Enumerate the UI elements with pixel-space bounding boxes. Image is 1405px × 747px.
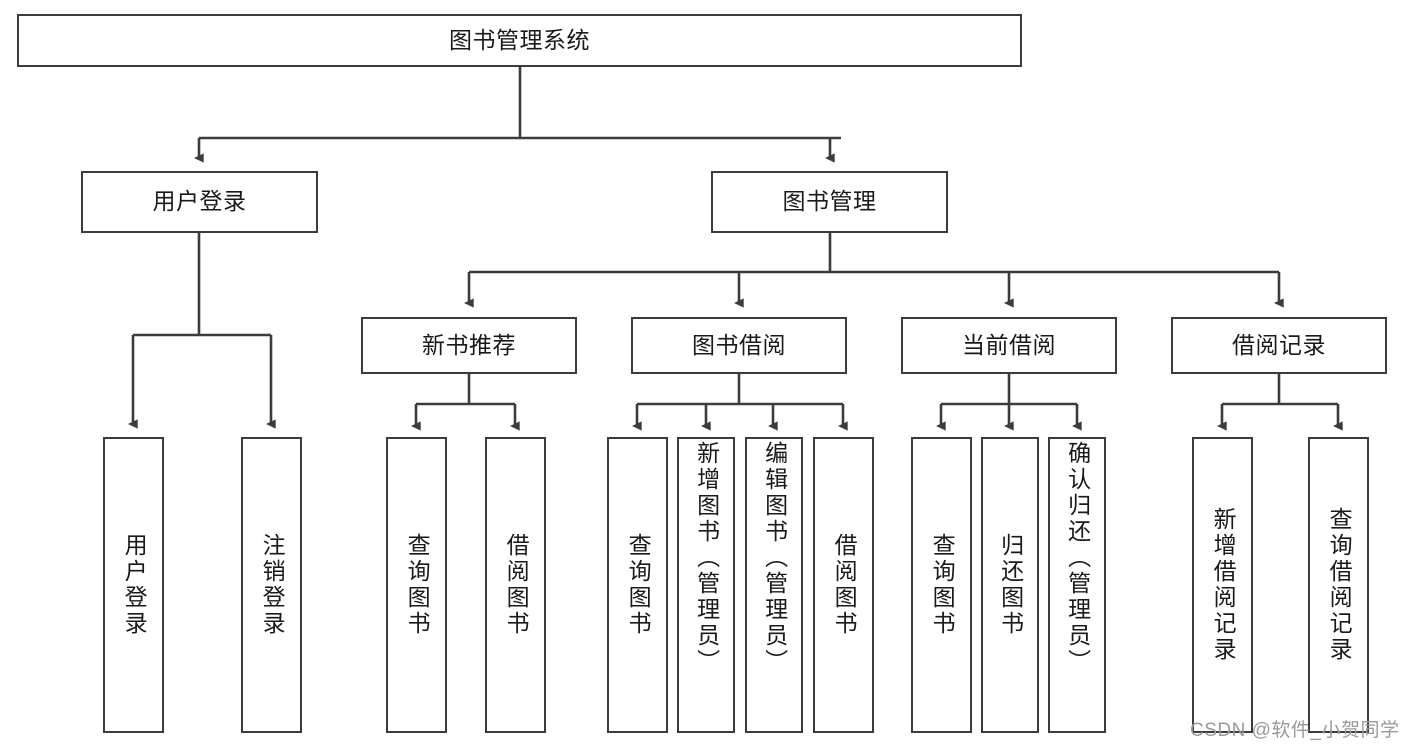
leaf-label: 查询图书 — [625, 533, 652, 637]
node-book-borrow[interactable]: 图书借阅 — [631, 317, 847, 374]
node-leaf-add-record[interactable]: 新增借阅记录 — [1192, 437, 1253, 733]
node-leaf-return-book[interactable]: 归还图书 — [981, 437, 1039, 733]
node-leaf-edit-book[interactable]: 编辑图书（管理员） — [745, 437, 803, 733]
node-book-management[interactable]: 图书管理 — [711, 171, 948, 233]
node-new-book-recommend[interactable]: 新书推荐 — [361, 317, 577, 374]
leaf-label: 借阅图书 — [831, 533, 858, 637]
leaf-label: 查询图书 — [404, 533, 431, 637]
node-root[interactable]: 图书管理系统 — [17, 14, 1022, 67]
node-leaf-query-book-3[interactable]: 查询图书 — [911, 437, 972, 733]
leaf-label: 新增图书（管理员） — [693, 441, 720, 675]
node-leaf-query-record[interactable]: 查询借阅记录 — [1308, 437, 1369, 733]
node-leaf-query-book-1[interactable]: 查询图书 — [386, 437, 447, 733]
leaf-label: 归还图书 — [997, 533, 1024, 637]
node-leaf-user-login[interactable]: 用户登录 — [103, 437, 164, 733]
node-leaf-query-book-2[interactable]: 查询图书 — [607, 437, 668, 733]
node-leaf-borrow-book-1[interactable]: 借阅图书 — [485, 437, 546, 733]
node-leaf-logout[interactable]: 注销登录 — [241, 437, 302, 733]
node-current-borrow[interactable]: 当前借阅 — [901, 317, 1117, 374]
node-leaf-confirm-return[interactable]: 确认归还（管理员） — [1048, 437, 1106, 733]
leaf-label: 编辑图书（管理员） — [761, 441, 788, 675]
node-leaf-borrow-book-2[interactable]: 借阅图书 — [813, 437, 874, 733]
leaf-label: 新增借阅记录 — [1210, 507, 1237, 663]
leaf-label: 查询图书 — [929, 533, 956, 637]
node-leaf-add-book[interactable]: 新增图书（管理员） — [677, 437, 735, 733]
watermark: CSDN @软件_小贺同学 — [1190, 720, 1400, 741]
leaf-label: 借阅图书 — [503, 533, 530, 637]
leaf-label: 查询借阅记录 — [1326, 507, 1353, 663]
node-user-login[interactable]: 用户登录 — [81, 171, 318, 233]
leaf-label: 注销登录 — [259, 533, 286, 637]
node-borrow-record[interactable]: 借阅记录 — [1171, 317, 1387, 374]
leaf-label: 确认归还（管理员） — [1064, 441, 1091, 675]
leaf-label: 用户登录 — [121, 533, 148, 637]
